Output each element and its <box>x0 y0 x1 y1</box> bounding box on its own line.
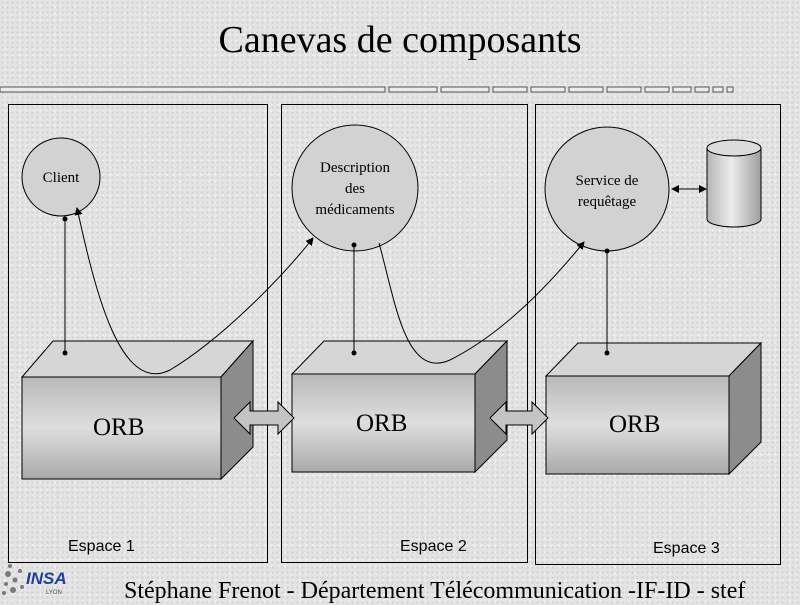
orb-box-2 <box>290 339 509 474</box>
description-line-2: des <box>345 181 365 197</box>
orb-label-1: ORB <box>93 414 145 441</box>
service-line-2: requêtage <box>577 194 637 210</box>
description-line-1: Description <box>320 160 390 176</box>
space-3-label: Espace 3 <box>653 540 720 557</box>
space-1-frame <box>8 104 268 563</box>
space-2-label: Espace 2 <box>400 538 467 555</box>
orb-link-1-2 <box>233 400 295 436</box>
slide-title: Canevas de composants <box>218 19 582 61</box>
description-line-3: médicaments <box>315 202 395 218</box>
client-circle <box>21 137 101 217</box>
orb-link-2-3 <box>489 400 549 436</box>
svg-text:INSA: INSA <box>26 569 67 588</box>
service-label: Service de requêtage <box>547 171 667 213</box>
space-1-label: Espace 1 <box>68 538 135 555</box>
service-line-1: Service de <box>575 173 639 189</box>
svg-text:LYON: LYON <box>46 590 62 596</box>
client-label: Client <box>42 170 80 186</box>
orb-box-3 <box>544 341 763 476</box>
orb-box-1 <box>20 339 255 481</box>
curve-description-to-service <box>378 241 585 364</box>
orb-label-3: ORB <box>609 411 661 438</box>
space-2-frame <box>281 104 528 563</box>
slide-footer: Stéphane Frenot - Département Télécommun… <box>124 578 746 604</box>
description-label: Description des médicaments <box>295 158 415 221</box>
orb-label-2: ORB <box>356 410 408 437</box>
curve-client-to-description <box>74 207 314 375</box>
insa-logo: INSA LYON <box>2 564 67 596</box>
description-circle <box>291 124 419 252</box>
title-separator <box>0 86 734 93</box>
space-3-frame <box>535 104 781 565</box>
database-cylinder <box>706 139 762 228</box>
